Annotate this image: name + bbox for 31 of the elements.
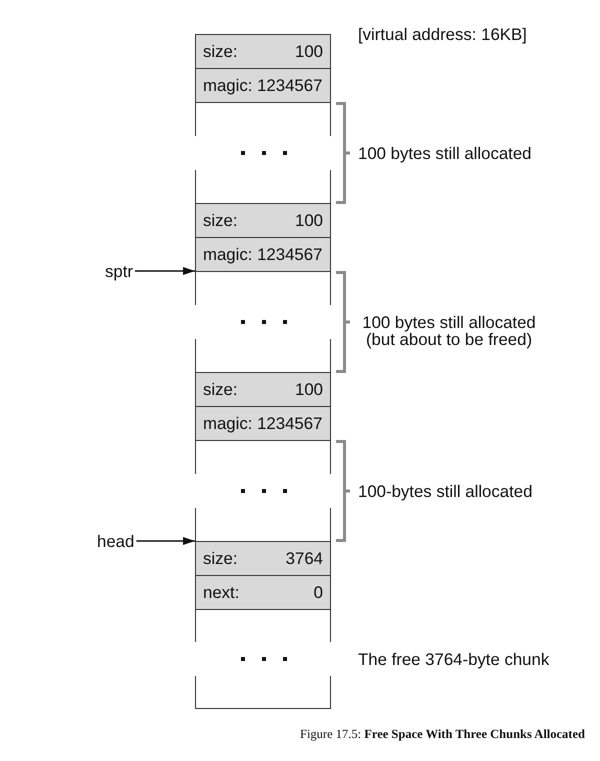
pointer-label: head — [97, 532, 134, 550]
field-label: magic: 1234567 — [203, 414, 322, 432]
annotation-text: 100 bytes still allocated (but about to be freed) — [361, 314, 537, 348]
pointer-arrow — [136, 537, 195, 545]
field-label: size: — [203, 42, 238, 60]
field-value: 100 — [295, 42, 323, 60]
pointer-arrow — [134, 267, 195, 275]
pointer-label: sptr — [105, 262, 133, 280]
field-value: 3764 — [286, 550, 323, 568]
header-cell — [195, 541, 331, 576]
field-label: size: — [203, 380, 238, 398]
header-cell — [195, 406, 331, 441]
field-value: 100 — [295, 212, 323, 230]
field-label: magic: 1234567 — [203, 76, 322, 94]
header-cell — [195, 237, 331, 272]
header-cell — [195, 372, 331, 407]
field-label: size: — [203, 550, 238, 568]
header-cell — [195, 575, 331, 610]
field-label: magic: 1234567 — [203, 246, 322, 264]
address-note: [virtual address: 16KB] — [358, 25, 527, 44]
annotation-text: 100-bytes still allocated — [358, 482, 532, 500]
field-value: 100 — [295, 380, 323, 398]
header-cell — [195, 34, 331, 69]
annotation-text: 100 bytes still allocated — [358, 144, 532, 162]
figure-caption: Figure 17.5: Free Space With Three Chunks Allocated — [300, 726, 585, 743]
field-label: next: — [203, 584, 240, 602]
annotation-text: The free 3764-byte chunk — [358, 650, 550, 668]
header-cell — [195, 68, 331, 103]
field-value: 0 — [314, 584, 323, 602]
field-label: size: — [203, 212, 238, 230]
header-cell — [195, 203, 331, 238]
